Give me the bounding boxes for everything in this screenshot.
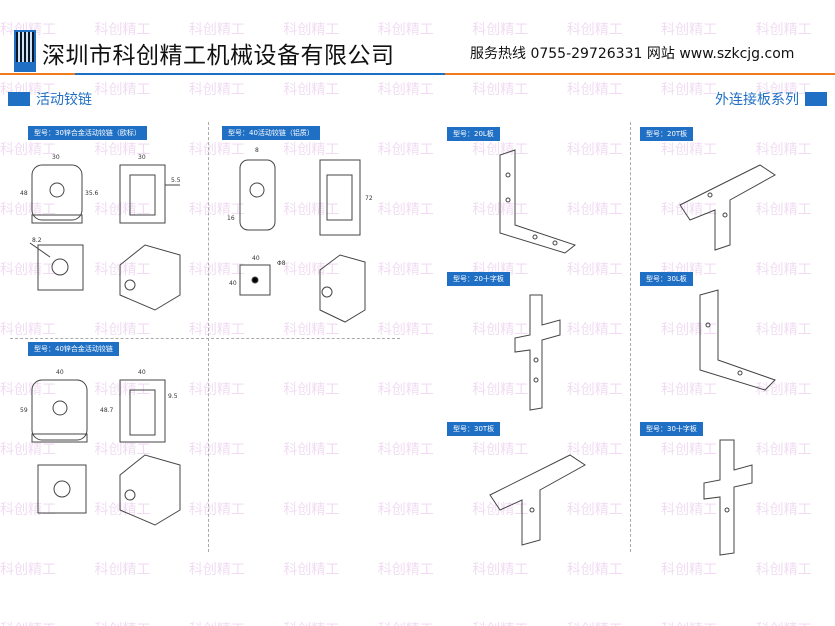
website: www.szkcjg.com [679,46,795,62]
hinge-40-zinc-drawing: 40 40 59 48.7 9.5 [20,369,181,526]
model-tag: 型号：20T板 [640,127,694,141]
model-tag: 型号：20十字板 [447,272,510,286]
qr-code-logo [14,30,36,72]
divider [10,338,400,339]
plate-30t [489,454,586,546]
model-tag: 型号：30锌合金活动铰链（欧标） [28,126,147,140]
model-tag: 型号：30T板 [447,422,501,436]
section-title: 外连接板系列 [715,92,799,108]
hinge-30-drawing: 30 30 48 35.6 5.5 8.2 [20,154,181,311]
plate-20t [679,164,776,251]
dim-label: 40 [138,369,146,376]
dim-label: 35.6 [85,190,99,197]
plate-20l [499,149,577,254]
dim-label: 59 [20,407,28,414]
model-tag: 型号：20L板 [447,127,500,141]
dim-label: 40 [229,280,237,287]
divider [630,122,631,552]
dim-label: 30 [52,154,60,161]
dim-label: 40 [56,369,64,376]
plate-20-cross [514,294,561,411]
model-tag: 型号：30L板 [640,272,693,286]
header-rule-accent [75,73,445,75]
site-label: 网站 [646,46,675,62]
company-name: 深圳市科创精工机械设备有限公司 [42,43,395,69]
dim-label: 5.5 [171,177,181,184]
dim-label: 48.7 [100,407,114,414]
dim-label: 30 [138,154,146,161]
dim-label: 8 [255,147,259,154]
model-tag: 型号：40活动铰链（铝质） [222,126,320,140]
dim-label: 16 [227,215,235,222]
dim-label: 48 [20,190,28,197]
plate-30l [699,289,776,391]
divider [208,122,209,552]
section-title: 活动铰链 [36,92,92,108]
hotline: 0755-29726331 [530,46,643,62]
model-tag: 型号：40锌合金活动铰链 [28,342,119,356]
section-hinges: 活动铰链 [8,89,92,109]
section-connect-plates: 外连接板系列 [715,89,827,109]
dim-label: Φ8 [277,260,286,267]
plate-30-cross [703,439,753,556]
dim-label: 9.5 [168,393,178,400]
contact-info: 服务热线 0755-29726331 网站 www.szkcjg.com [470,43,794,63]
dim-label: 8.2 [32,237,42,244]
dim-label: 72 [365,195,373,202]
model-tag: 型号：30十字板 [640,422,703,436]
hotline-label: 服务热线 [470,46,526,62]
dim-label: 40 [252,255,260,262]
